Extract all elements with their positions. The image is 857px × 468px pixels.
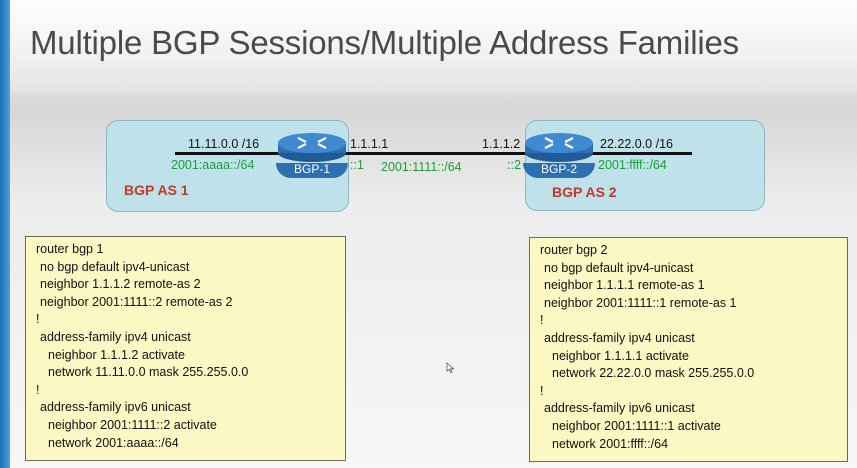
link-line (175, 152, 692, 155)
config-line: address-family ipv4 unicast (40, 329, 191, 344)
router-2-label: BGP-2 (523, 163, 595, 178)
as1-label: BGP AS 1 (124, 182, 189, 198)
router-icon (525, 133, 593, 162)
as2-ipv4-link-addr: 1.1.1.2 (482, 137, 521, 151)
config-line: ! (540, 313, 544, 328)
as1-ipv4-prefix: 11.11.0.0 /16 (188, 137, 260, 151)
slide-title: Multiple BGP Sessions/Multiple Address F… (30, 24, 739, 61)
config-line: network 11.11.0.0 mask 255.255.0.0 (48, 365, 249, 380)
config-line: router bgp 1 (36, 242, 104, 256)
config-box-bgp2: router bgp 2 no bgp default ipv4-unicast n… (529, 237, 848, 462)
as1-ipv6-prefix: 2001:aaaa::/64 (171, 158, 255, 172)
as1-ipv4-link-addr: 1.1.1.1 (350, 137, 389, 151)
config-line: ! (540, 383, 544, 398)
left-accent-bar (0, 0, 10, 468)
config-box-bgp1: router bgp 1 no bgp default ipv4-unicast n… (25, 236, 346, 461)
config-line: ! (36, 312, 40, 327)
as2-ipv6-link-addr: ::2 (507, 158, 521, 172)
as1-ipv6-link-addr: ::1 (350, 158, 364, 172)
config-line: no bgp default ipv4-unicast (544, 260, 694, 275)
config-line: neighbor 1.1.1.2 activate (48, 347, 185, 362)
config-line: address-family ipv4 unicast (544, 330, 695, 345)
config-line: ! (36, 382, 40, 397)
config-line: address-family ipv6 unicast (40, 400, 191, 415)
link-ipv6-prefix: 2001:1111::/64 (381, 160, 462, 174)
as2-ipv6-prefix: 2001:ffff::/64 (598, 158, 667, 172)
title-band (10, 0, 857, 92)
config-line: network 2001:ffff::/64 (552, 436, 669, 451)
config-line: address-family ipv6 unicast (544, 401, 695, 416)
config-line: neighbor 2001:1111::2 activate (48, 417, 217, 432)
config-line: neighbor 1.1.1.1 remote-as 1 (544, 278, 705, 293)
config-line: network 22.22.0.0 mask 255.255.0.0 (552, 366, 755, 381)
config-line: neighbor 2001:1111::2 remote-as 2 (40, 294, 233, 309)
config-line: no bgp default ipv4-unicast (40, 259, 190, 274)
router-icon (278, 133, 346, 162)
as2-ipv4-prefix: 22.22.0.0 /16 (600, 137, 673, 151)
config-line: neighbor 2001:1111::1 activate (552, 418, 721, 433)
config-line: network 2001:aaaa::/64 (48, 435, 179, 450)
topology-diagram: BGP-1 BGP-2 11.11.0.0 /16 2001:aaaa::/64… (0, 0, 857, 230)
config-line: router bgp 2 (540, 243, 608, 257)
router-1-label: BGP-1 (276, 163, 348, 178)
config-line: neighbor 1.1.1.1 activate (552, 348, 689, 363)
config-line: neighbor 1.1.1.2 remote-as 2 (40, 277, 201, 292)
mouse-cursor-icon (446, 362, 455, 374)
config-line: neighbor 2001:1111::1 remote-as 1 (544, 295, 737, 310)
as2-label: BGP AS 2 (552, 184, 617, 200)
